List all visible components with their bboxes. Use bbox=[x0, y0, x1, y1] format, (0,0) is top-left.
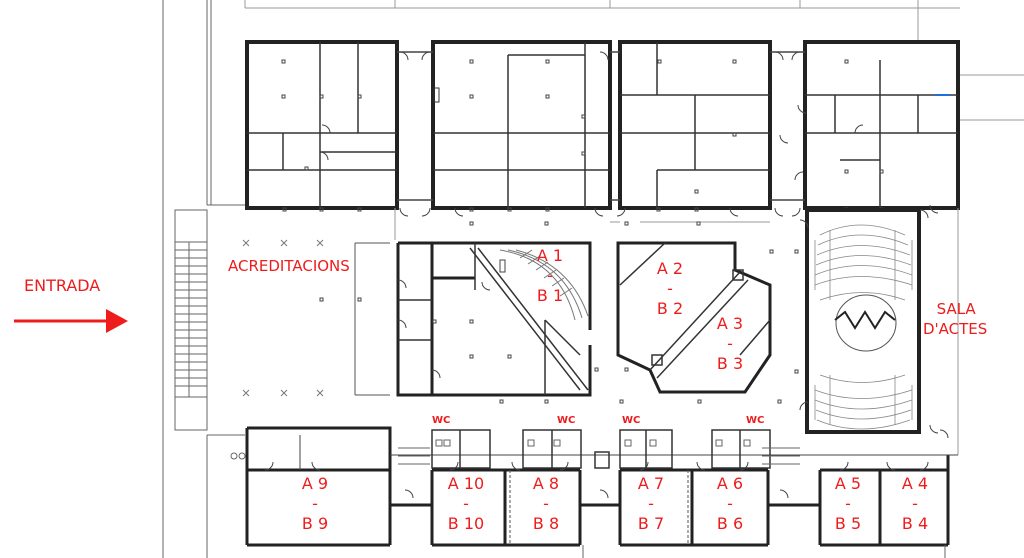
room-label-sep: - bbox=[845, 494, 851, 513]
room-label-sep: - bbox=[727, 334, 733, 353]
room-label-bottom: B 6 bbox=[716, 514, 744, 533]
room-label-bottom: B 1 bbox=[536, 286, 564, 305]
auditorium-label-line2: D'ACTES bbox=[923, 320, 988, 338]
room-label-a2-b2: A 2 - B 2 bbox=[650, 261, 690, 317]
room-label-top: A 7 bbox=[637, 474, 665, 493]
room-label-bottom: B 3 bbox=[716, 354, 744, 373]
room-label-a9-b9: A 9 - B 9 bbox=[295, 476, 335, 532]
room-label-a10-b10: A 10 - B 10 bbox=[440, 476, 492, 532]
room-label-a3-b3: A 3 - B 3 bbox=[710, 316, 750, 372]
room-label-top: A 10 bbox=[447, 474, 485, 493]
room-label-top: A 9 bbox=[301, 474, 329, 493]
room-label-a4-b4: A 4 - B 4 bbox=[895, 476, 935, 532]
room-label-sep: - bbox=[547, 266, 553, 285]
room-label-sep: - bbox=[727, 494, 733, 513]
accreditation-hall bbox=[242, 208, 799, 404]
site-boundary bbox=[162, 0, 245, 558]
entrance-arrow bbox=[14, 309, 128, 333]
room-label-sep: - bbox=[543, 494, 549, 513]
room-label-top: A 1 bbox=[536, 246, 564, 265]
room-label-sep: - bbox=[667, 279, 673, 298]
room-label-top: A 2 bbox=[656, 259, 684, 278]
south-wing bbox=[230, 426, 958, 558]
auditorium bbox=[799, 204, 959, 455]
room-label-bottom: B 4 bbox=[901, 514, 929, 533]
exterior-grid-lines bbox=[244, 0, 1024, 121]
room-label-a5-b5: A 5 - B 5 bbox=[828, 476, 868, 532]
room-label-sep: - bbox=[912, 494, 918, 513]
room-label-a7-b7: A 7 - B 7 bbox=[631, 476, 671, 532]
room-label-top: A 3 bbox=[716, 314, 744, 333]
room-label-sep: - bbox=[463, 494, 469, 513]
room-label-a1-b1: A 1 - B 1 bbox=[530, 248, 570, 304]
restroom-label: WC bbox=[746, 415, 765, 426]
entrance-label: ENTRADA bbox=[24, 276, 101, 295]
room-label-bottom: B 8 bbox=[532, 514, 560, 533]
room-label-sep: - bbox=[312, 494, 318, 513]
room-label-a6-b6: A 6 - B 6 bbox=[710, 476, 750, 532]
room-label-top: A 5 bbox=[834, 474, 862, 493]
room-block-a1 bbox=[396, 241, 592, 397]
room-block-a2-a3 bbox=[616, 241, 772, 394]
restroom-label: WC bbox=[432, 415, 451, 426]
room-label-bottom: B 2 bbox=[656, 299, 684, 318]
room-label-a8-b8: A 8 - B 8 bbox=[526, 476, 566, 532]
north-wing bbox=[245, 40, 960, 217]
room-label-bottom: B 7 bbox=[637, 514, 665, 533]
room-label-bottom: B 10 bbox=[447, 514, 485, 533]
accreditation-label: ACREDITACIONS bbox=[228, 257, 350, 275]
auditorium-label-line1: SALA bbox=[936, 300, 976, 318]
room-label-top: A 4 bbox=[901, 474, 929, 493]
entrance-stairs bbox=[174, 209, 208, 431]
room-label-bottom: B 5 bbox=[834, 514, 862, 533]
auditorium-label: SALA D'ACTES bbox=[923, 299, 988, 339]
room-label-bottom: B 9 bbox=[301, 514, 329, 533]
room-label-sep: - bbox=[648, 494, 654, 513]
room-label-top: A 6 bbox=[716, 474, 744, 493]
restroom-label: WC bbox=[622, 415, 641, 426]
restroom-label: WC bbox=[557, 415, 576, 426]
room-label-top: A 8 bbox=[532, 474, 560, 493]
